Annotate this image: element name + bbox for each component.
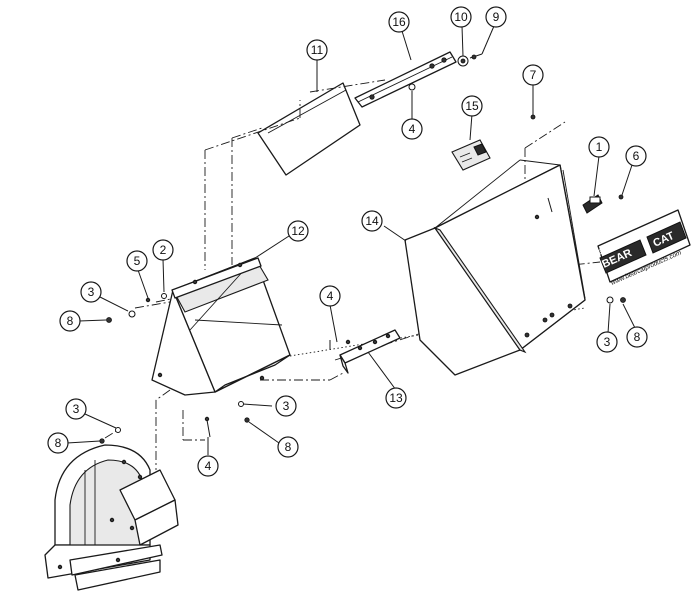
callout-8b: 8 (47, 432, 69, 454)
latch-part-1 (582, 194, 603, 214)
callout-3a-label: 3 (88, 285, 95, 299)
callout-13: 13 (385, 387, 407, 409)
callout-4c-label: 4 (205, 459, 212, 473)
callout-4a: 4 (401, 118, 423, 140)
bracket-part-13 (329, 329, 401, 374)
callout-11: 11 (306, 39, 328, 61)
callout-3d-label: 3 (604, 335, 611, 349)
callout-3c: 3 (275, 395, 297, 417)
bolt-on-hopper (534, 197, 553, 220)
nut-part-4-top (408, 83, 416, 91)
callout-16: 16 (388, 11, 410, 33)
callout-4b-label: 4 (327, 289, 334, 303)
screw-part-9 (469, 53, 483, 60)
screw-part-6 (618, 194, 624, 200)
callout-2: 2 (152, 239, 174, 261)
callout-10: 10 (450, 6, 472, 28)
discharge-chute-part-12 (151, 257, 291, 396)
hardware-left (99, 293, 250, 444)
callout-6-label: 6 (633, 149, 640, 163)
callout-3a: 3 (80, 281, 102, 303)
brand-decal: ECHO BEAR CAT www.bearcatproducts.com (597, 209, 691, 287)
callout-3b-label: 3 (73, 402, 80, 416)
callout-13-label: 13 (389, 391, 403, 405)
callout-1: 1 (588, 136, 610, 158)
callout-9-label: 9 (493, 10, 500, 24)
hinge-bar-part-16 (354, 51, 457, 108)
callout-4b: 4 (319, 285, 341, 307)
callout-8c-label: 8 (285, 440, 292, 454)
callout-16-label: 16 (392, 15, 406, 29)
callout-9: 9 (485, 6, 507, 28)
callout-14-label: 14 (365, 214, 379, 228)
callout-5-label: 5 (134, 254, 141, 268)
leader-lines (66, 25, 636, 455)
callout-6: 6 (625, 145, 647, 167)
bushing-part-10 (457, 55, 469, 67)
callout-1-label: 1 (596, 140, 603, 154)
warning-label-part-15 (451, 139, 491, 171)
callout-3d: 3 (596, 331, 618, 353)
callout-4c: 4 (197, 455, 219, 477)
callout-10-label: 10 (454, 10, 468, 24)
callout-15-label: 15 (465, 99, 479, 113)
callout-11-label: 11 (311, 43, 324, 57)
callout-7: 7 (522, 64, 544, 86)
fan-housing (44, 444, 179, 591)
callout-8d: 8 (626, 326, 648, 348)
callout-5: 5 (126, 250, 148, 272)
hopper-part-14 (404, 159, 586, 376)
callout-14: 14 (361, 210, 383, 232)
callout-8c: 8 (277, 436, 299, 458)
callout-15: 15 (461, 95, 483, 117)
callout-3b: 3 (65, 398, 87, 420)
deflector-plate-part-11 (257, 82, 361, 176)
callout-12-label: 12 (291, 224, 305, 238)
callout-12: 12 (287, 220, 309, 242)
callout-7-label: 7 (530, 68, 537, 82)
screw-part-7 (530, 114, 536, 120)
hardware-right (606, 296, 626, 304)
callout-8b-label: 8 (55, 436, 62, 450)
callout-3c-label: 3 (283, 399, 290, 413)
callout-8a: 8 (59, 310, 81, 332)
callout-2-label: 2 (160, 243, 167, 257)
callout-8a-label: 8 (67, 314, 74, 328)
callout-4a-label: 4 (409, 122, 416, 136)
callout-8d-label: 8 (634, 330, 641, 344)
